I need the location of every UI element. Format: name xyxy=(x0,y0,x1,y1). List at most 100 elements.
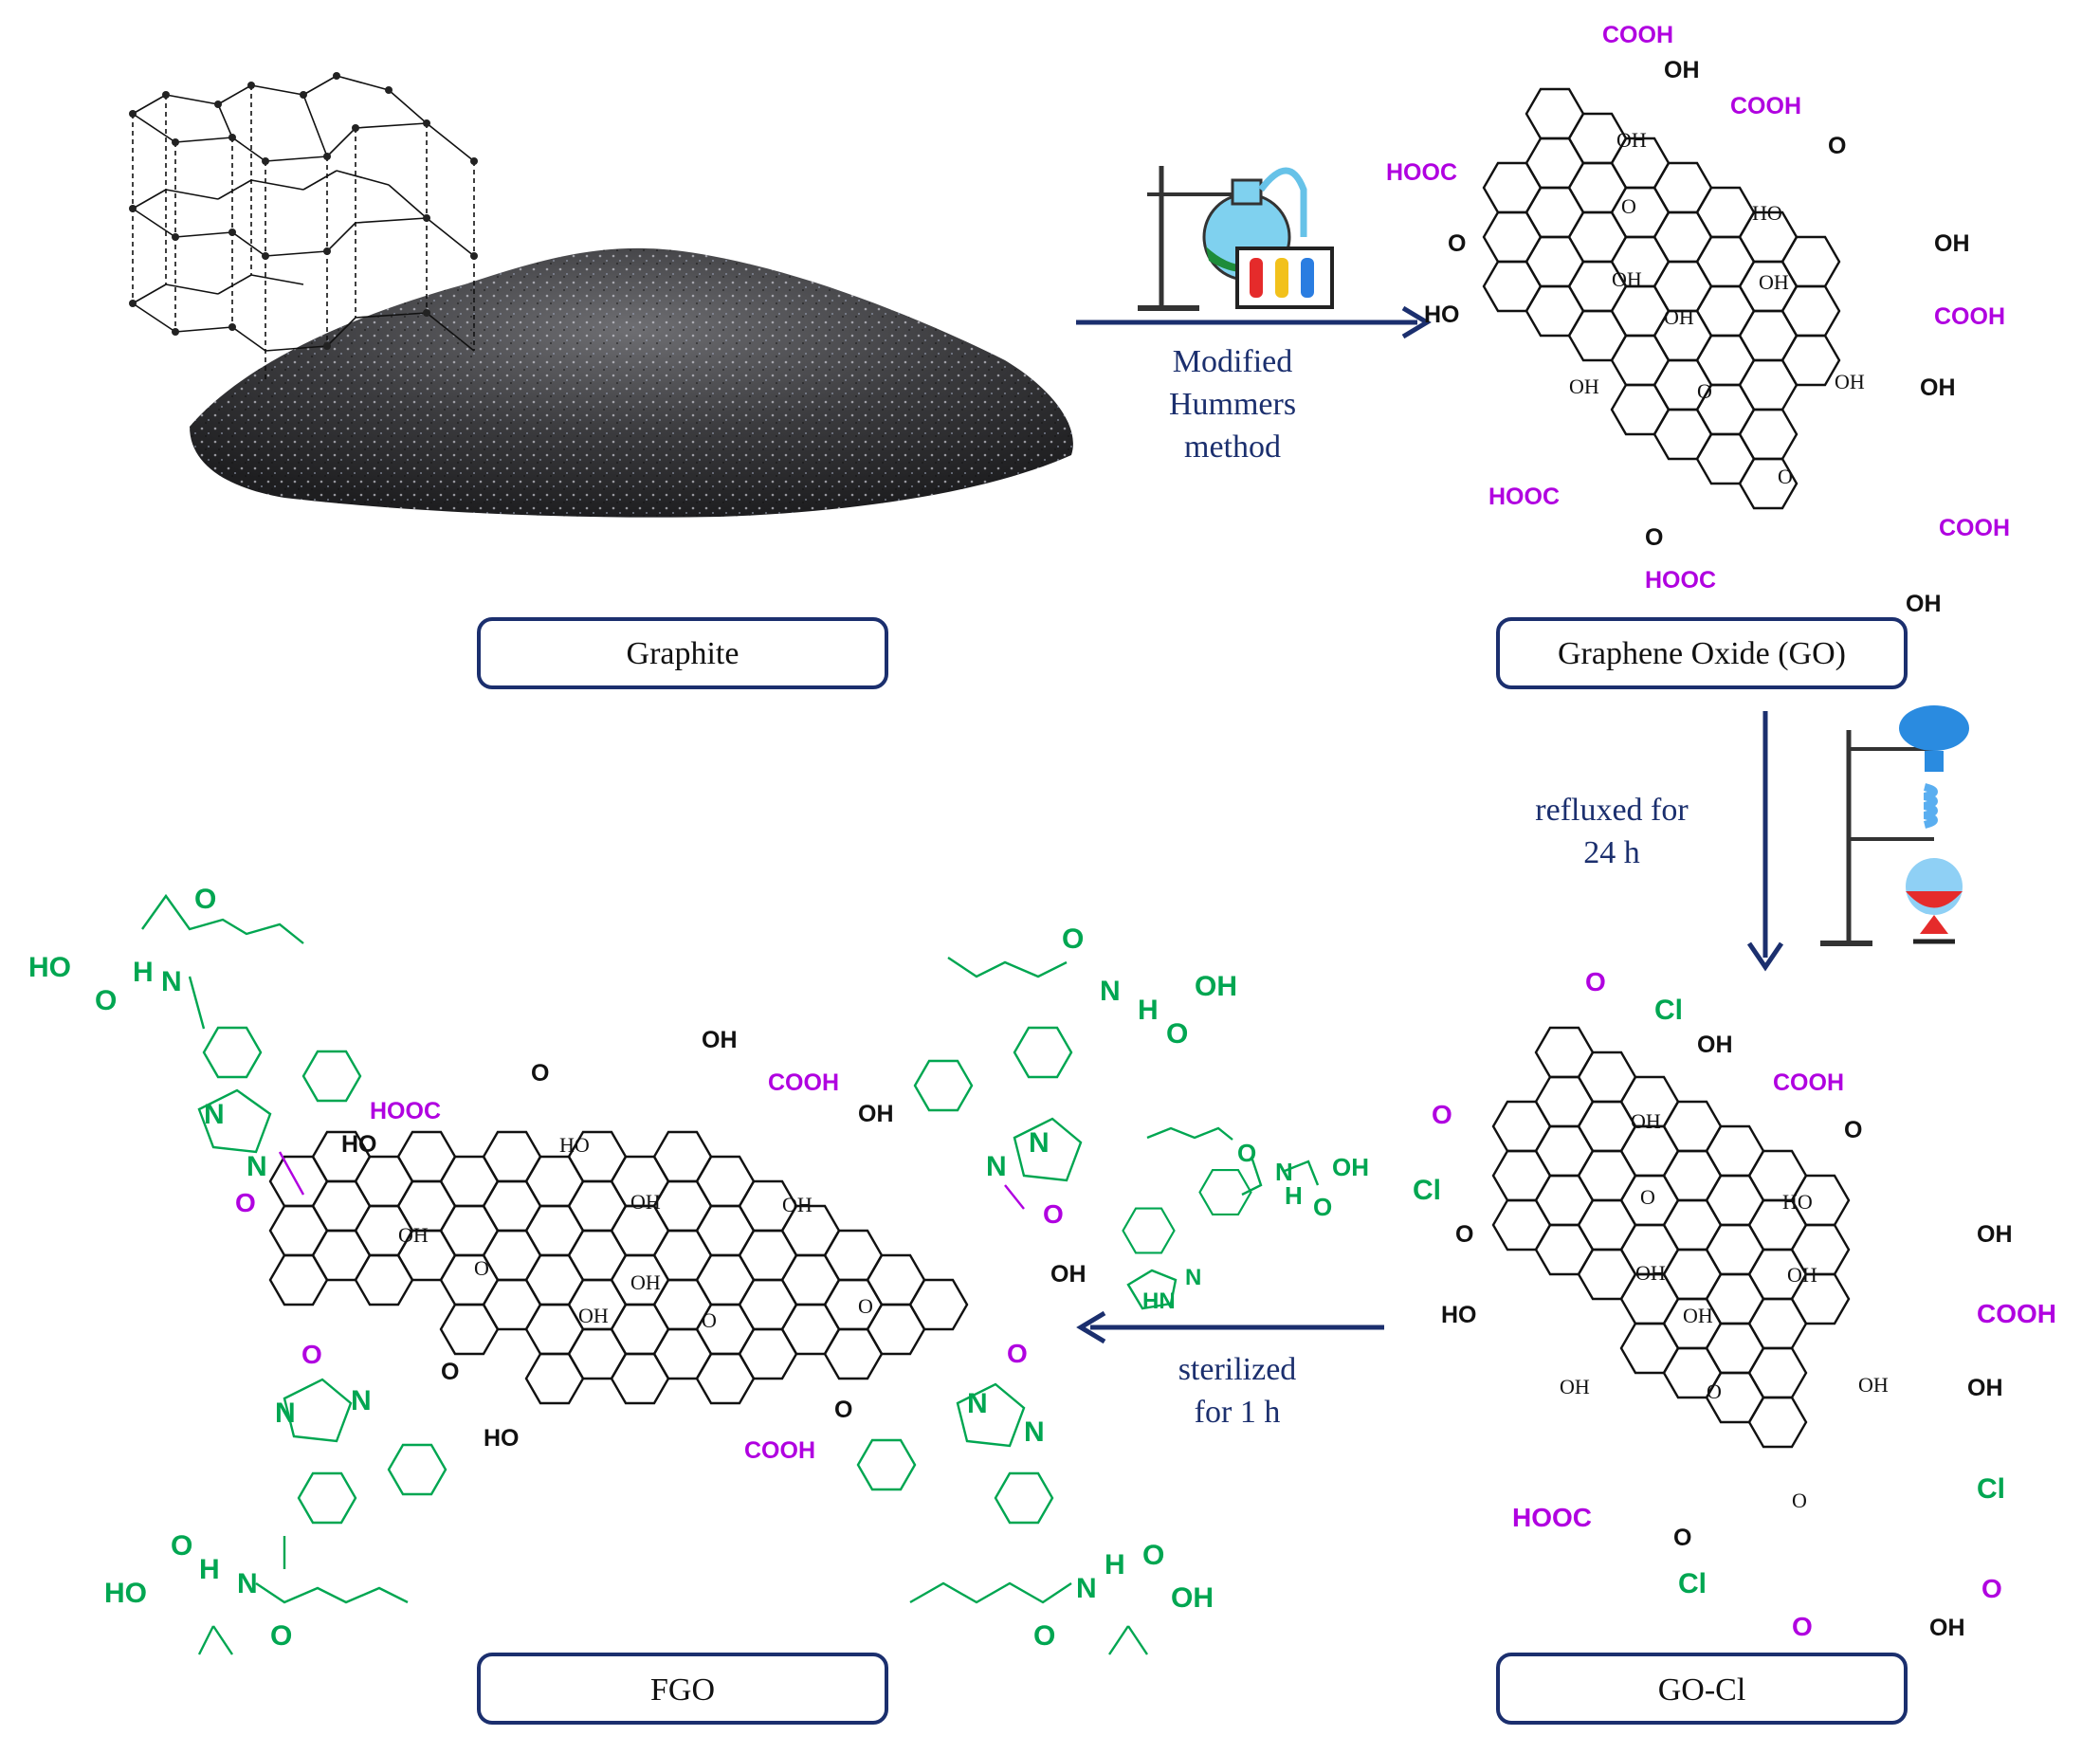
fgo-o-epoxy-1: O xyxy=(474,1256,489,1280)
step1-label-line2: Hummers xyxy=(1169,387,1296,422)
fgo-ho-inner: HO xyxy=(559,1133,590,1157)
tr-h: H xyxy=(1138,995,1159,1026)
go-label: Graphene Oxide (GO) xyxy=(1558,636,1846,671)
step2-label-line1: refluxed for xyxy=(1535,793,1689,828)
fgo-ho-bottom: HO xyxy=(484,1425,520,1452)
gocl-oh-inner-6: OH xyxy=(1858,1373,1889,1397)
gocl-cooh-1: COOH xyxy=(1773,1069,1844,1096)
valsartan-arm-top-left xyxy=(141,893,362,1196)
gocl-ho-left: HO xyxy=(1441,1302,1477,1328)
lab-apparatus-icon xyxy=(1138,166,1334,311)
gocl-oh-inner-5: OH xyxy=(1560,1375,1590,1398)
go-hooc-left: HOOC xyxy=(1386,159,1457,186)
bl-o: O xyxy=(171,1530,192,1562)
gocl-cl-right: Cl xyxy=(1977,1473,2005,1505)
gocl-cl-left: Cl xyxy=(1413,1175,1441,1206)
fgo-oh-inner-1: OH xyxy=(630,1190,661,1214)
tr-n: N xyxy=(1100,976,1121,1007)
go-label-box: Graphene Oxide (GO) xyxy=(1496,617,1908,689)
br-oh: OH xyxy=(1171,1582,1214,1614)
fgo-oh-right: OH xyxy=(1050,1261,1087,1288)
gocl-o-left: O xyxy=(1432,1100,1452,1129)
fgo-oh-inner-4: OH xyxy=(630,1270,661,1294)
reagent-o-2: O xyxy=(1313,1193,1332,1221)
tl-tetrazole-n-2: N xyxy=(247,1151,267,1182)
bl-tetrazole-n-2: N xyxy=(351,1385,372,1416)
br-o: O xyxy=(1142,1540,1164,1571)
gocl-oh-inner-2: OH xyxy=(1635,1261,1666,1285)
bl-n: N xyxy=(237,1568,258,1599)
bl-tetrazole-n-1: N xyxy=(275,1398,296,1429)
fgo-cooh-top: COOH xyxy=(768,1069,839,1096)
go-o-epoxy-1: O xyxy=(1621,194,1636,218)
gocl-o-ketone-2: O xyxy=(1455,1221,1473,1248)
gocl-o-epoxy-1: O xyxy=(1640,1185,1655,1209)
go-oh-inner-2: OH xyxy=(1612,267,1642,291)
go-o-ketone-1: O xyxy=(1828,133,1846,159)
fgo-oh-inner-3: OH xyxy=(398,1223,429,1247)
gocl-hooc-bottom: HOOC xyxy=(1512,1503,1592,1532)
reagent-n: N xyxy=(1275,1158,1293,1186)
go-oh-inner-6: OH xyxy=(1835,370,1865,393)
gocl-oh-right-2: OH xyxy=(1967,1375,2003,1401)
fgo-oh-inner-5: OH xyxy=(578,1304,609,1327)
step2-label-line2: 24 h xyxy=(1583,835,1640,870)
go-cooh-2: COOH xyxy=(1730,93,1801,119)
go-o-epoxy-3: O xyxy=(1778,465,1793,488)
fgo-ho-1: HO xyxy=(341,1131,377,1158)
fgo-o-ketone-1: O xyxy=(441,1359,459,1385)
fgo-amide-o-tr: O xyxy=(1043,1199,1064,1229)
reflux-apparatus-icon xyxy=(1820,705,1969,946)
go-o-ketone-3: O xyxy=(1645,524,1663,551)
reagent-hn: HN xyxy=(1142,1288,1176,1314)
fgo-label-box: FGO xyxy=(477,1653,888,1725)
go-oh-1: OH xyxy=(1664,57,1700,83)
go-o-epoxy-2: O xyxy=(1697,379,1712,403)
step1-label-line3: method xyxy=(1184,429,1281,465)
go-oh-inner-3: OH xyxy=(1759,270,1789,294)
bl-o-2: O xyxy=(270,1620,292,1652)
gocl-o-ketone: O xyxy=(1844,1117,1862,1143)
tl-ho: HO xyxy=(28,952,71,983)
valsartan-arm-bottom-left xyxy=(197,1378,447,1655)
reagent-oh: OH xyxy=(1332,1153,1369,1181)
gocl-oh-inner-4: OH xyxy=(1683,1304,1713,1327)
valsartan-arm-top-right xyxy=(913,957,1083,1210)
fgo-amide-o-bl: O xyxy=(301,1340,322,1369)
bl-ho: HO xyxy=(104,1578,147,1609)
go-oh-right-1: OH xyxy=(1934,230,1970,257)
go-oh-bottom: OH xyxy=(1906,591,1942,617)
gocl-cl-bottom: Cl xyxy=(1678,1568,1707,1599)
tl-o: O xyxy=(194,884,216,915)
reagent-h: H xyxy=(1285,1181,1303,1210)
go-hooc-bottom-left: HOOC xyxy=(1488,484,1560,510)
tl-tetrazole-n-1: N xyxy=(204,1099,225,1130)
fgo-oh-top: OH xyxy=(702,1027,738,1053)
go-oh-inner-4: OH xyxy=(1664,305,1694,329)
br-tetrazole-n-2: N xyxy=(1024,1416,1045,1448)
go-oh-inner-1: OH xyxy=(1616,128,1647,152)
tr-tetrazole-n-2: N xyxy=(1029,1127,1050,1159)
go-cooh-top: COOH xyxy=(1602,22,1673,48)
gocl-o-top: O xyxy=(1585,967,1606,996)
fgo-o-ketone-2: O xyxy=(834,1397,852,1423)
gocl-oh-bottom: OH xyxy=(1929,1615,1965,1641)
br-o-2: O xyxy=(1033,1620,1055,1652)
bl-h: H xyxy=(199,1554,220,1585)
gocl-o-bottom: O xyxy=(1792,1612,1813,1641)
gocl-o-epoxy-2: O xyxy=(1707,1379,1722,1403)
fgo-oh-inner-2: OH xyxy=(782,1193,813,1216)
fgo-oh-2: OH xyxy=(858,1101,894,1127)
gocl-label-box: GO-Cl xyxy=(1496,1653,1908,1725)
reagent-n-2: N xyxy=(1185,1265,1201,1290)
fgo-o-top: O xyxy=(531,1060,549,1087)
gocl-cl-top: Cl xyxy=(1654,995,1683,1026)
step3-label-line1: sterilized xyxy=(1178,1352,1297,1387)
br-tetrazole-n-1: N xyxy=(967,1388,988,1419)
fgo-o-epoxy-2: O xyxy=(702,1308,717,1332)
gocl-o-epoxy-3: O xyxy=(1792,1489,1807,1512)
tr-tetrazole-n-1: N xyxy=(986,1151,1007,1182)
go-oh-right-2: OH xyxy=(1920,375,1956,401)
graphite-label-box: Graphite xyxy=(477,617,888,689)
